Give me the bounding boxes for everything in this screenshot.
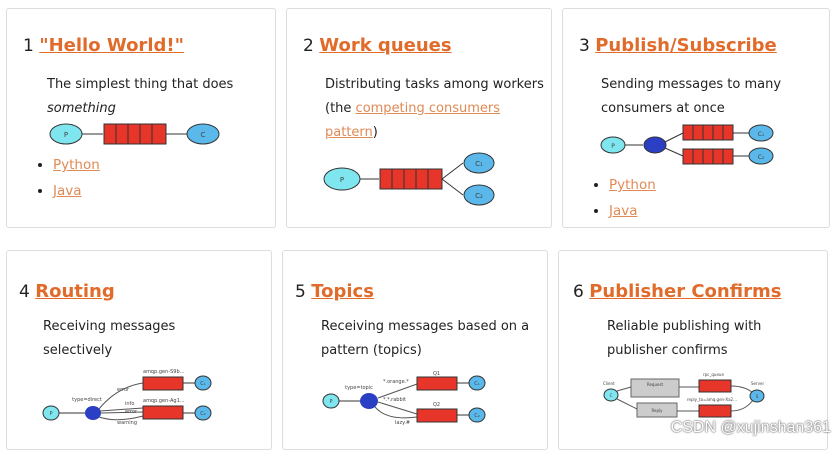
card-description: Distributing tasks among workers (the co… (325, 77, 544, 140)
consumer-2-label: C₂ (758, 154, 765, 161)
competing-consumers-link[interactable]: competing consumers pattern (325, 101, 501, 140)
tutorial-link-routing[interactable]: Routing (35, 281, 115, 302)
card-heading: 1 "Hello World!" (23, 35, 184, 56)
binding-key-3: error (125, 409, 138, 415)
queue-1-label: amqp.gen-S9b... (143, 369, 185, 375)
card-heading: 3 Publish/Subscribe (579, 35, 777, 56)
language-list: Python Java (35, 157, 100, 209)
routing-diagram: P type=direct error info error warning a… (42, 369, 212, 426)
consumer-label: C (201, 131, 206, 139)
binding-key-3: lazy.# (395, 420, 410, 426)
request-label: Request (647, 382, 664, 387)
topics-diagram: P type=topic *.orange.* *.*.rabbit lazy.… (322, 371, 486, 426)
rpc-queue-label: rpc_queue (703, 372, 724, 377)
tutorial-card-2: 2 Work queues Distributing tasks among w… (286, 8, 552, 228)
consumer-1-label: C₁ (475, 160, 483, 168)
reply-label: Reply (651, 408, 663, 413)
tutorial-card-3: 3 Publish/Subscribe Sending messages to … (562, 8, 830, 228)
consumer-2-label: C₂ (475, 192, 483, 200)
tutorial-card-1: 1 "Hello World!" The simplest thing that… (6, 8, 276, 228)
card-heading: 6 Publisher Confirms (573, 281, 782, 302)
consumer-1-label: C₁ (200, 381, 206, 387)
hello-world-diagram: P C (49, 123, 220, 145)
tutorial-card-5: 5 Topics Receiving messages based on a p… (282, 250, 548, 450)
consumer-2-label: C₂ (200, 411, 206, 417)
consumer-1-label: C₁ (474, 381, 480, 387)
tutorial-card-6: 6 Publisher Confirms Reliable publishing… (558, 250, 828, 450)
card-description: Receiving messages based on a pattern (t… (321, 319, 530, 358)
link-java[interactable]: Java (609, 203, 638, 219)
producer-label: P (64, 131, 68, 139)
binding-key-4: warning (117, 420, 137, 426)
watermark: CSDN @xujinshan361 (670, 419, 831, 436)
link-java[interactable]: Java (53, 183, 82, 199)
producer-label: P (49, 411, 52, 417)
client-label: Client (603, 381, 615, 386)
tutorial-link-publisher-confirms[interactable]: Publisher Confirms (589, 281, 782, 302)
publish-subscribe-diagram: P C₁ C₂ (600, 124, 774, 165)
producer-label: P (340, 176, 344, 184)
tutorial-card-4: 4 Routing Receiving messages selectively… (6, 250, 272, 450)
tutorial-link-work-queues[interactable]: Work queues (319, 35, 452, 56)
language-list: Python Java (591, 177, 656, 227)
binding-key-2: info (125, 401, 134, 407)
binding-key-2: *.*.rabbit (383, 397, 406, 403)
producer-label: P (611, 143, 615, 150)
card-description: Reliable publishing with publisher confi… (607, 319, 762, 358)
card-heading: 4 Routing (19, 281, 115, 302)
queue-1-label: Q1 (433, 371, 440, 377)
tutorial-link-topics[interactable]: Topics (311, 281, 374, 302)
producer-label: P (329, 399, 332, 405)
consumer-2-label: C₂ (474, 413, 480, 419)
link-python[interactable]: Python (53, 157, 100, 173)
tutorial-link-hello-world[interactable]: "Hello World!" (39, 35, 184, 56)
exchange-type-label: type=topic (345, 385, 373, 391)
exchange-type-label: type=direct (72, 397, 102, 403)
binding-key-1: error (117, 387, 130, 393)
tutorial-link-publish-subscribe[interactable]: Publish/Subscribe (595, 35, 777, 56)
server-node-label: S (756, 394, 759, 399)
client-node-label: C (610, 393, 613, 398)
card-description: Receiving messages selectively (43, 319, 176, 358)
binding-key-1: *.orange.* (383, 379, 409, 385)
card-heading: 5 Topics (295, 281, 374, 302)
card-heading: 2 Work queues (303, 35, 452, 56)
queue-2-label: Q2 (433, 402, 440, 408)
consumer-1-label: C₁ (758, 131, 765, 138)
queue-2-label: amqp.gen-Ag1... (143, 398, 185, 404)
card-description: Sending messages to many consumers at on… (601, 77, 782, 116)
reply-queue-label: reply_to=amq.gen-Xa2... (687, 397, 737, 402)
publisher-confirms-diagram: Client C Request Reply rpc_queue reply_t… (603, 372, 765, 418)
server-label: Server (751, 381, 764, 386)
work-queues-diagram: P C₁ C₂ (323, 152, 495, 206)
link-python[interactable]: Python (609, 177, 656, 193)
